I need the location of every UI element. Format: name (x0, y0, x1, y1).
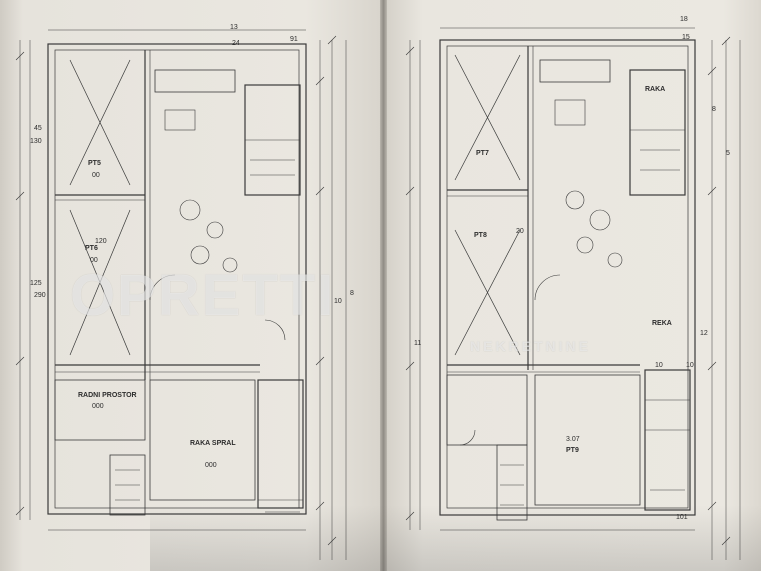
dim-label: 8 (350, 290, 354, 297)
dim-label: 15 (682, 34, 690, 41)
room-label-raka: RAKA SPRAL (190, 440, 236, 447)
dim-label: 130 (30, 138, 42, 145)
room-area-pt6: 00 (90, 257, 98, 264)
right-page (385, 0, 761, 571)
dim-label: 120 (95, 238, 107, 245)
room-area-raka: 000 (205, 462, 217, 469)
room-label-pt6: PT6 (85, 245, 98, 252)
left-page (0, 0, 382, 571)
dim-label: 13 (230, 24, 238, 31)
room-label-pt7: PT7 (476, 150, 489, 157)
dim-label: 125 (30, 280, 42, 287)
room-label-pt5: PT5 (88, 160, 101, 167)
room-area-pt5: 00 (92, 172, 100, 179)
dim-label: 20 (516, 228, 524, 235)
page-spine (380, 0, 387, 571)
watermark-logo-text: OPRETTI (70, 263, 336, 328)
room-area-radni: 000 (92, 403, 104, 410)
dim-label: 91 (290, 36, 298, 43)
dim-label: 24 (232, 40, 240, 47)
photo-shadow (150, 505, 761, 571)
dim-label: 12 (700, 330, 708, 337)
room-label-raka-right: RAKA (645, 86, 666, 93)
dim-label: 11 (414, 340, 422, 347)
dim-label: 45 (34, 125, 42, 132)
room-label-reka: REKA (652, 320, 672, 327)
dim-label: 290 (34, 292, 46, 299)
watermark-subtitle: NEKRETNINE (470, 338, 592, 354)
left-outer-wall (47, 43, 307, 515)
room-label-pt8: PT8 (474, 232, 487, 239)
dim-label: 8 (712, 106, 716, 113)
room-label-pt9: PT9 (566, 447, 579, 454)
dim-label: 101 (676, 514, 688, 521)
dim-label: 18 (680, 16, 688, 23)
right-outer-wall (439, 39, 696, 516)
room-label-radni: RADNI PROSTOR (78, 392, 137, 399)
dim-label: 10 (686, 362, 694, 369)
dim-label: 5 (726, 150, 730, 157)
dim-label: 10 (334, 298, 342, 305)
dim-label: 10 (655, 362, 663, 369)
room-area-pt9: 3.07 (566, 436, 580, 443)
